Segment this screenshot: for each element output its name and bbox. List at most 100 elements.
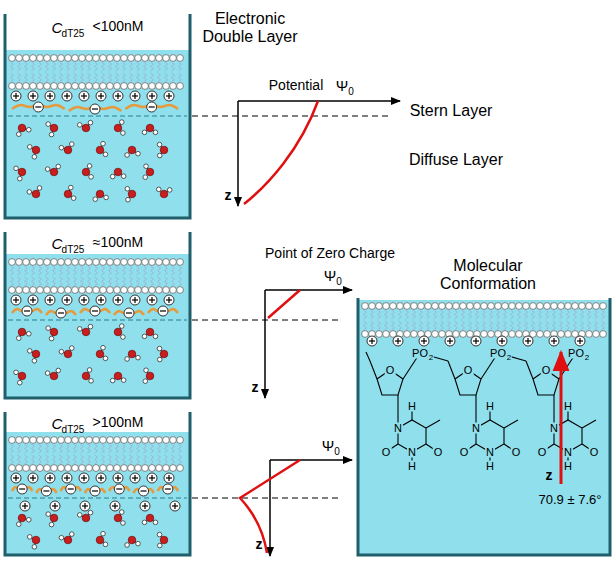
- text-label: z: [225, 188, 232, 203]
- water-molecule: [14, 166, 26, 181]
- text-label: Electronic Double Layer: [194, 10, 306, 45]
- cation-symbol: [523, 336, 533, 346]
- water-molecule: [64, 185, 76, 200]
- potential-curve: [244, 101, 318, 204]
- atom-label: PO: [567, 348, 585, 359]
- water-molecule: [156, 187, 172, 198]
- cation-symbol: [130, 473, 140, 483]
- anion-symbol: [90, 486, 100, 496]
- text-label: z: [252, 380, 259, 395]
- text-label: C: [52, 416, 63, 433]
- water-molecule: [27, 186, 42, 198]
- water-molecule: [82, 164, 93, 179]
- water-molecule: [14, 370, 26, 385]
- cation-symbol: [147, 91, 157, 101]
- atom-label: N: [407, 447, 417, 458]
- anion-symbol: [66, 484, 76, 494]
- cation-symbol: [113, 91, 123, 101]
- water-molecule: [96, 345, 108, 360]
- water-molecule: [125, 146, 140, 157]
- anion-symbol: [17, 484, 27, 494]
- atom-label: H: [407, 401, 417, 412]
- atom-label: H: [485, 461, 495, 472]
- atom-label: PO: [489, 348, 507, 359]
- cation-symbol: [113, 295, 123, 305]
- cation-symbol: [497, 336, 507, 346]
- cation-symbol: [367, 336, 377, 346]
- cation-symbol: [130, 295, 140, 305]
- text-label: C: [52, 236, 63, 253]
- water-molecule: [157, 532, 168, 548]
- text-label: C: [52, 20, 63, 37]
- atom-label: PO: [411, 348, 429, 359]
- atom-label: N: [485, 447, 495, 458]
- axis: [264, 290, 266, 398]
- water-molecule: [114, 120, 125, 136]
- lipid-bilayer: [9, 437, 184, 472]
- atom-label: H: [485, 401, 495, 412]
- water-molecule: [59, 532, 74, 544]
- layer-boundary: [192, 116, 392, 117]
- atom-label: N: [471, 423, 481, 434]
- water-molecule: [16, 514, 31, 526]
- anion-symbol: [41, 486, 51, 496]
- edl-panel: [5, 412, 190, 555]
- cation-symbol: [62, 473, 72, 483]
- water-molecule: [77, 120, 92, 131]
- water-molecule: [114, 324, 125, 340]
- anion-symbol: [90, 306, 100, 316]
- text-label: dT25: [62, 28, 85, 39]
- stern-plane: [8, 116, 187, 117]
- water-molecule: [27, 349, 39, 364]
- water-molecule: [96, 531, 108, 546]
- water-molecule: [59, 346, 74, 358]
- atom-label: H: [563, 401, 573, 412]
- anion-symbol: [56, 308, 66, 318]
- text-label: Ψ: [322, 438, 335, 455]
- water-molecule: [114, 510, 125, 526]
- water-molecule: [46, 326, 58, 341]
- cation-symbol: [549, 336, 559, 346]
- cation-symbol: [96, 91, 106, 101]
- atom-label: O: [463, 365, 474, 376]
- anion-symbol: [147, 102, 157, 112]
- stern-plane: [8, 498, 187, 499]
- axis: [269, 460, 271, 556]
- text-label: Ψ: [324, 268, 337, 285]
- axis: [237, 101, 239, 206]
- text-label: 0: [348, 86, 354, 97]
- text-label: dT25: [62, 424, 85, 435]
- potential-curve: [268, 290, 300, 318]
- cation-symbol: [79, 295, 89, 305]
- water-molecule: [157, 346, 168, 362]
- beaker-wall: [5, 412, 190, 555]
- water-molecule: [110, 168, 126, 179]
- cation-symbol: [80, 501, 90, 511]
- cation-symbol: [28, 91, 38, 101]
- atom-label: 2: [584, 354, 590, 362]
- cation-symbol: [79, 473, 89, 483]
- water-molecule: [110, 372, 126, 383]
- atom-label: O: [385, 365, 396, 376]
- cation-symbol: [110, 501, 120, 511]
- lipid-bilayer: [362, 303, 607, 338]
- atom-label: H: [563, 461, 573, 472]
- layer-boundary: [192, 498, 340, 499]
- text-label: z: [256, 537, 263, 552]
- cation-symbol: [164, 473, 174, 483]
- cation-symbol: [45, 91, 55, 101]
- cation-symbol: [28, 295, 38, 305]
- cation-symbol: [130, 91, 140, 101]
- axis: [265, 289, 352, 291]
- cation-symbol: [419, 336, 429, 346]
- text-label: Point of Zero Charge: [265, 246, 395, 261]
- text-label: >100nM: [93, 415, 144, 430]
- anion-symbol: [90, 104, 100, 114]
- cation-symbol: [62, 91, 72, 101]
- water-molecule: [143, 368, 154, 384]
- water-molecule: [16, 328, 31, 340]
- cation-symbol: [79, 91, 89, 101]
- anion-symbol: [163, 484, 173, 494]
- text-label: Diffuse Layer: [409, 151, 503, 169]
- text-label: Potential: [269, 78, 323, 93]
